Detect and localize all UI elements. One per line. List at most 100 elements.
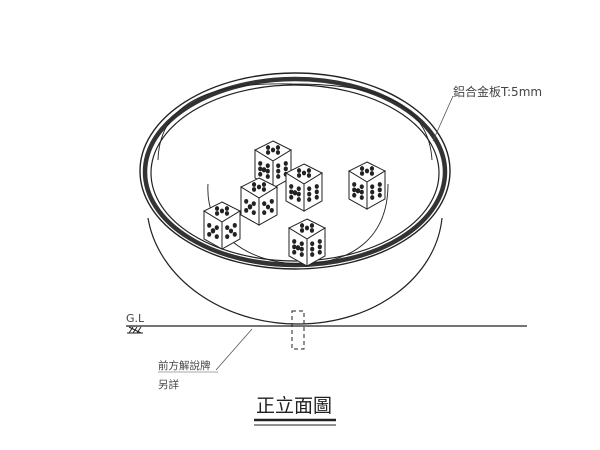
die-pip (265, 163, 270, 169)
die-pip (244, 207, 249, 213)
die-pip (296, 191, 301, 197)
die-pip (251, 201, 256, 207)
die-pip (359, 171, 365, 176)
die-pip (310, 246, 315, 252)
die-pip (369, 171, 375, 176)
die-pip (232, 222, 237, 228)
die (202, 201, 242, 250)
die-pip (219, 208, 225, 214)
die-pip (299, 223, 305, 228)
die-pip (261, 187, 267, 192)
die-pip (275, 145, 281, 150)
die-pip (309, 228, 315, 233)
die-pip (289, 189, 294, 195)
die-pip (295, 245, 301, 251)
die (287, 218, 327, 267)
die-pip (296, 186, 301, 192)
die-pip (207, 231, 212, 237)
die-pip (352, 182, 357, 187)
die-pip (261, 167, 267, 173)
die-pip (307, 191, 312, 197)
die-pip (355, 188, 361, 194)
die-pip (261, 182, 267, 187)
die-pip (289, 184, 294, 189)
die-pip (214, 225, 219, 231)
die-pip (276, 174, 281, 179)
die-pip (256, 184, 262, 190)
die-pip (210, 228, 216, 234)
die-pip (296, 168, 302, 173)
die-pip (301, 170, 307, 176)
die-pip (269, 207, 274, 213)
die-pip (359, 195, 364, 200)
die-pip (306, 168, 312, 173)
die-pip (258, 166, 263, 172)
die-pip (292, 190, 298, 196)
die-pip (359, 184, 364, 190)
die-pip (275, 150, 281, 155)
drawing-title: 正立面圖 (256, 395, 332, 417)
die-pip (251, 210, 256, 216)
sign-note-line1: 前方解說牌 (158, 359, 211, 372)
die-pip (299, 241, 304, 247)
die-pip (283, 161, 288, 166)
die-pip (258, 171, 263, 177)
ground-level-label: G.L (126, 312, 145, 325)
die-pip (370, 184, 375, 190)
die-pip (232, 231, 237, 237)
die-pip (292, 249, 297, 255)
die-pip (352, 192, 357, 198)
die-pip (377, 187, 382, 193)
die-pip (296, 197, 301, 202)
die-pip (262, 210, 267, 216)
die-pip (307, 197, 312, 202)
die-pip (258, 161, 263, 166)
die-pip (276, 168, 281, 174)
sign-note-line2: 另詳 (158, 378, 179, 391)
die-pip (314, 189, 319, 195)
die-pip (370, 195, 375, 200)
die (284, 163, 324, 212)
die-pip (265, 150, 271, 155)
die-pip (276, 163, 281, 169)
ground-hatch-icon (127, 326, 143, 334)
die-pip (307, 186, 312, 192)
sign-footing-dashed (291, 310, 305, 350)
die-pip (292, 239, 297, 244)
die-pip (359, 189, 364, 195)
die-pip (214, 234, 219, 240)
die-pip (265, 168, 270, 174)
bowl-rim-inner (150, 84, 440, 262)
die-pip (310, 241, 315, 247)
die-pip (370, 189, 375, 195)
die (347, 161, 387, 210)
bowl-inner-wall (157, 83, 433, 161)
die-pip (225, 234, 230, 240)
die-pip (299, 246, 304, 252)
die-pip (251, 182, 257, 187)
bowl-rim-band (142, 76, 448, 268)
die-pip (214, 206, 220, 211)
die-pip (265, 174, 270, 179)
die-pip (314, 184, 319, 189)
die-pip (299, 228, 305, 233)
die-pip (228, 228, 234, 234)
die-pip (265, 145, 271, 150)
bowl-rim-outer (139, 72, 451, 270)
material-leader-line (432, 95, 454, 142)
dice-group (202, 140, 387, 267)
die-pip (296, 173, 302, 178)
material-label: 鋁合金板T:5mm (453, 84, 542, 99)
die-pip (224, 211, 230, 216)
die-pip (269, 198, 274, 204)
die-pip (377, 192, 382, 198)
die-pip (310, 252, 315, 257)
die-pip (292, 244, 297, 250)
die-pip (299, 252, 304, 257)
die-pip (224, 206, 230, 211)
die-pip (251, 187, 257, 192)
die (239, 177, 279, 226)
die-pip (283, 166, 288, 172)
bowl-outer-shell (147, 217, 443, 325)
